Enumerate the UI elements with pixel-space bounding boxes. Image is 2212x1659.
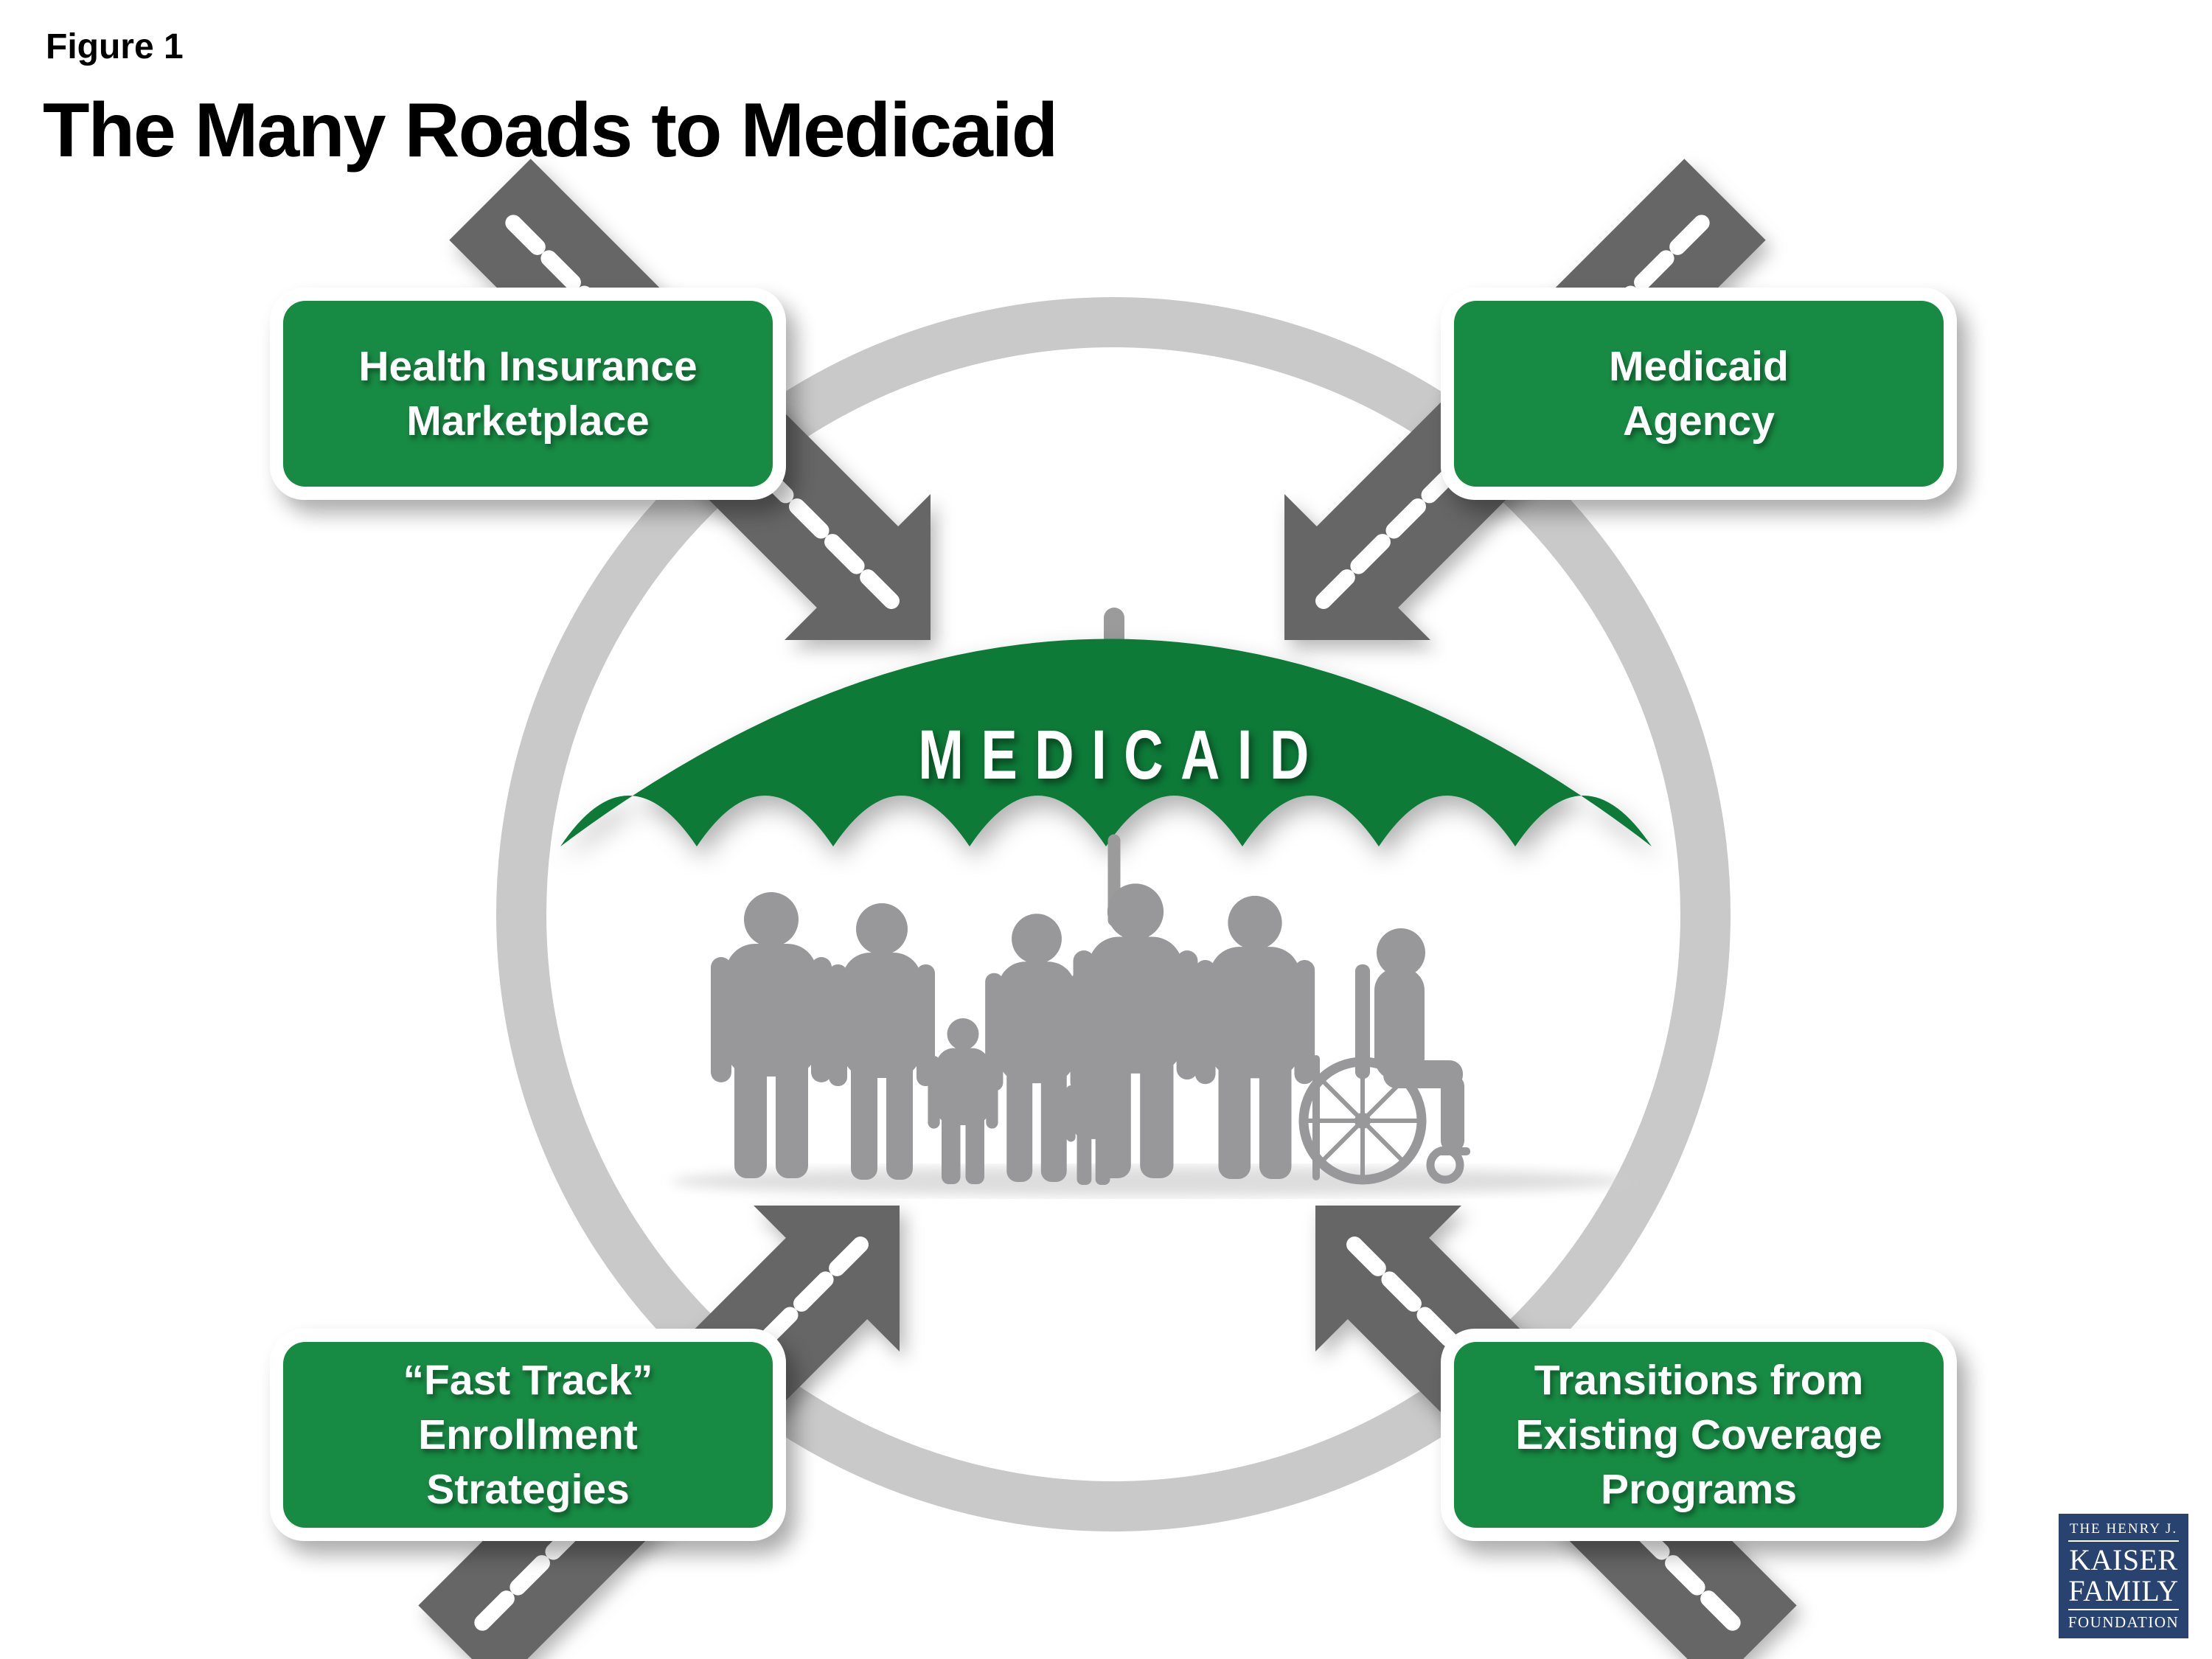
logo-line-family: FAMILY [2068, 1573, 2179, 1607]
page-title: The Many Roads to Medicaid [43, 88, 1058, 173]
sign-text-line: Agency [1623, 397, 1775, 445]
logo-line-foundation: FOUNDATION [2067, 1613, 2180, 1632]
sign-text-line: Transitions from [1534, 1356, 1864, 1404]
logo-line-henry-j: THE HENRY J. [2069, 1521, 2178, 1537]
person-adult-woman-icon [829, 903, 935, 1180]
umbrella-tip [1104, 608, 1124, 649]
medicaid-umbrella-icon: MEDICAID [560, 608, 1652, 927]
covered-people-group [671, 883, 1630, 1196]
sign-text-line: Enrollment [418, 1411, 638, 1458]
person-adult-man-icon [711, 892, 832, 1178]
sign-face: Medicaid Agency [1454, 301, 1944, 487]
sign-face: Health Insurance Marketplace [283, 301, 773, 487]
sign-text-line: Medicaid [1609, 342, 1789, 390]
sign-health-insurance-marketplace: Health Insurance Marketplace [270, 288, 786, 500]
person-older-adult-with-cane-icon [1194, 895, 1320, 1180]
sign-text-line: Strategies [426, 1466, 630, 1514]
logo-divider [2068, 1540, 2179, 1542]
sign-face: Transitions from Existing Coverage Progr… [1454, 1342, 1944, 1528]
person-adult-woman2-icon [985, 914, 1088, 1182]
logo-divider [2068, 1609, 2179, 1611]
umbrella-canopy [560, 639, 1652, 846]
sign-text-line: Existing Coverage [1515, 1411, 1882, 1458]
sign-face: “Fast Track” Enrollment Strategies [283, 1342, 773, 1528]
umbrella-label: MEDICAID [918, 716, 1326, 794]
figure-label: Figure 1 [46, 27, 184, 66]
sign-fast-track-enrollment: “Fast Track” Enrollment Strategies [270, 1329, 786, 1541]
kaiser-family-foundation-logo: THE HENRY J. KAISER FAMILY FOUNDATION [2059, 1514, 2188, 1638]
person-wheelchair-user-icon [1298, 928, 1470, 1185]
sign-text-line: Health Insurance [358, 342, 698, 390]
sign-text-line: Programs [1600, 1466, 1798, 1514]
sign-transitions-existing-coverage: Transitions from Existing Coverage Progr… [1441, 1329, 1957, 1541]
sign-text-line: Marketplace [406, 397, 650, 445]
roads-ring [496, 297, 1731, 1531]
sign-text-line: “Fast Track” [403, 1356, 653, 1404]
logo-line-kaiser: KAISER [2069, 1543, 2178, 1576]
sign-medicaid-agency: Medicaid Agency [1441, 288, 1957, 500]
